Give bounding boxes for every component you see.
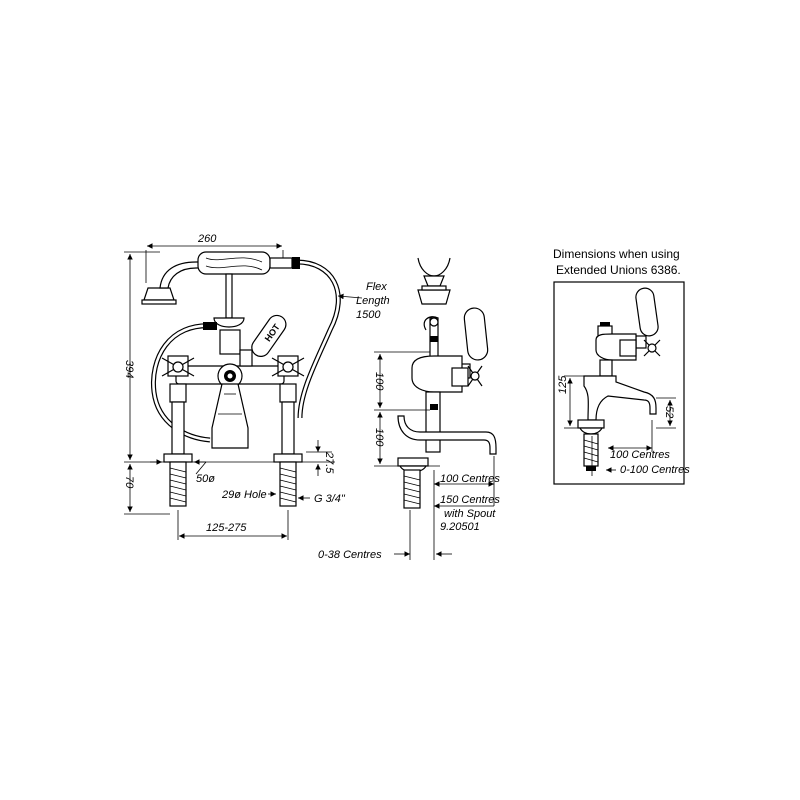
inset-centres-label: 100 Centres: [610, 449, 670, 461]
centres-150-label: 150 Centres: [440, 494, 500, 506]
leg-right: [281, 401, 295, 455]
shower-rose: [143, 287, 175, 301]
side-view: 100 100 100 Centres 150 Centres with Spo…: [318, 257, 500, 561]
side-spout: [397, 415, 497, 455]
inset-tail: [583, 433, 599, 471]
front-view: 260 394 70: [123, 233, 390, 540]
centres-label: 125-275: [206, 522, 247, 534]
base-diameter-label: 50ø: [196, 473, 215, 485]
cross-handle-left: [161, 355, 195, 403]
spout-code-label: 9.20501: [440, 521, 480, 533]
centres-100-label: 100 Centres: [440, 473, 500, 485]
inset-frame: [553, 281, 685, 485]
inset-height-label: 125: [557, 375, 569, 394]
spacing-label: 27.5: [323, 451, 335, 474]
flex-value: 1500: [356, 309, 381, 321]
side-lever: [463, 307, 489, 361]
offset-label: 0-38 Centres: [318, 549, 382, 561]
extended-unions-inset: Dimensions when using Extended Unions 63…: [553, 247, 690, 485]
hose-union: [203, 322, 217, 330]
side-handset-head: [417, 289, 451, 305]
inset-spout: [583, 375, 657, 421]
length-label: Length: [356, 295, 390, 307]
lever-handle: HOT: [251, 314, 287, 357]
upper-label: 100: [373, 372, 385, 391]
inset-lever: [635, 287, 659, 337]
inset-title-line2: Extended Unions 6386.: [556, 263, 681, 277]
cross-handle-right: [271, 355, 305, 403]
handset-neck: [159, 261, 201, 289]
handset-handle: [197, 251, 271, 275]
thread-label: G 3/4": [314, 493, 346, 505]
side-tail: [403, 469, 421, 509]
tail-right: [279, 461, 297, 507]
inset-spout-label: 52: [663, 406, 675, 418]
deck-label: 70: [123, 476, 135, 489]
height-label: 394: [123, 360, 135, 378]
union-right: [273, 453, 303, 463]
inset-title-line1: Dimensions when using: [553, 247, 680, 261]
side-union: [397, 457, 429, 467]
tail-left: [169, 461, 187, 507]
inset-range-label: 0-100 Centres: [620, 464, 690, 476]
cradle-hook: [417, 257, 451, 277]
inset-union: [577, 419, 605, 429]
flex-label: Flex: [366, 281, 387, 293]
width-label: 260: [197, 233, 217, 245]
hose-connector: [269, 257, 293, 269]
cradle-post: [225, 273, 233, 319]
with-spout-label: with Spout: [444, 508, 496, 520]
side-stem: [425, 391, 441, 453]
hole-label: 29ø Hole: [221, 489, 267, 501]
union-left: [163, 453, 193, 463]
lower-label: 100: [373, 428, 385, 447]
leg-left: [171, 401, 185, 455]
bath-spout: [211, 383, 249, 449]
side-body: [411, 355, 463, 393]
